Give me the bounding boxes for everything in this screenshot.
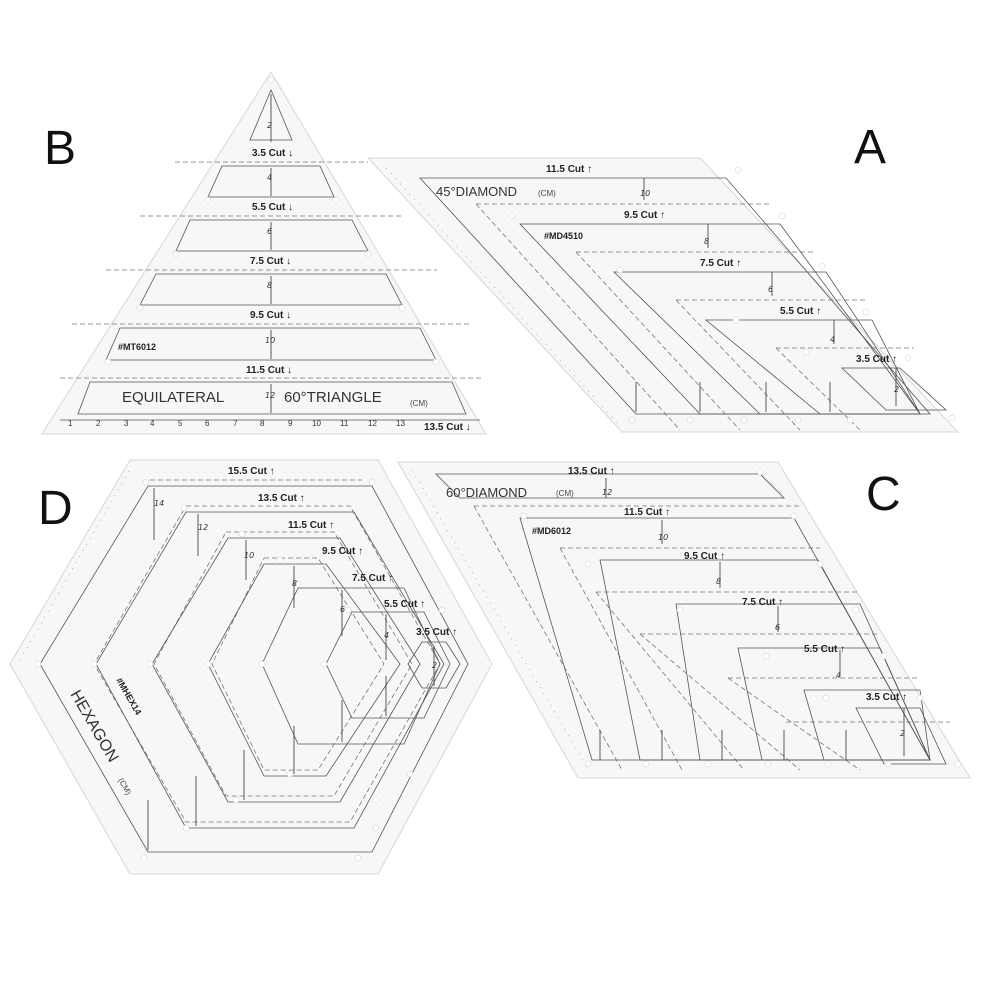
triangle-ruler: 2 4 6 8 10 12 3.5 Cut ↓ 5.5 Cut ↓ 7.5 Cu… (41, 71, 487, 435)
ruler-tick: 13 (396, 419, 405, 428)
triangle-cut-7-5: 7.5 Cut ↓ (250, 256, 291, 267)
ruler-tick: 9 (288, 419, 293, 428)
diamond60-code: #MD6012 (532, 526, 571, 536)
ruler-tick: 1 (68, 419, 73, 428)
diamond60-title: 60°DIAMOND (446, 485, 527, 500)
triangle-size-10: 10 (265, 336, 275, 345)
diamond-45-ruler: 45°DIAMOND (CM) #MD4510 11.5 Cut ↑ 9.5 C… (366, 157, 960, 433)
diamond60-cut-13-5: 13.5 Cut ↑ (568, 466, 615, 477)
triangle-size-8: 8 (267, 281, 272, 290)
ruler-tick: 5 (178, 419, 183, 428)
hexagon-cut-7-5: 7.5 Cut ↑ (352, 573, 393, 584)
triangle-title-left: EQUILATERAL (122, 389, 224, 406)
triangle-cut-13-5: 13.5 Cut ↓ (424, 422, 471, 433)
diamond60-size-2: 2 (900, 729, 905, 738)
diamond60-size-4: 4 (836, 671, 841, 680)
ruler-tick: 11 (340, 419, 349, 428)
hexagon-size-4: 4 (384, 631, 389, 640)
hexagon-size-14: 14 (154, 499, 164, 508)
triangle-cut-5-5: 5.5 Cut ↓ (252, 202, 293, 213)
ruler-tick: 3 (124, 419, 129, 428)
ruler-tick: 12 (368, 419, 377, 428)
diamond60-cut-11-5: 11.5 Cut ↑ (624, 507, 670, 518)
triangle-unit: (CM) (410, 399, 428, 408)
triangle-title-right: 60°TRIANGLE (284, 389, 382, 406)
diamond60-size-6: 6 (775, 623, 780, 632)
diamond45-cut-11-5: 11.5 Cut ↑ (546, 164, 592, 175)
ruler-tick: 2 (96, 419, 101, 428)
label-a: A (854, 121, 886, 174)
triangle-code: #MT6012 (118, 342, 156, 352)
triangle-size-6: 6 (267, 227, 272, 236)
hexagon-size-10: 10 (244, 551, 254, 560)
diamond45-size-8: 8 (704, 237, 709, 246)
hexagon-size-8: 8 (292, 579, 297, 588)
diamond45-size-10: 10 (640, 189, 650, 198)
diamond60-size-12: 12 (602, 488, 612, 497)
diamond45-cut-3-5: 3.5 Cut ↑ (856, 354, 897, 365)
triangle-size-12: 12 (265, 391, 275, 400)
hexagon-cut-11-5: 11.5 Cut ↑ (288, 520, 334, 531)
hexagon-cut-9-5: 9.5 Cut ↑ (322, 546, 363, 557)
hexagon-cut-5-5: 5.5 Cut ↑ (384, 599, 425, 610)
diamond60-unit: (CM) (556, 489, 574, 498)
hexagon-size-12: 12 (198, 523, 208, 532)
diamond60-cut-9-5: 9.5 Cut ↑ (684, 551, 725, 562)
triangle-cut-9-5: 9.5 Cut ↓ (250, 310, 291, 321)
diamond45-size-6: 6 (768, 285, 773, 294)
diamond60-cut-7-5: 7.5 Cut ↑ (742, 597, 783, 608)
label-d: D (38, 482, 73, 535)
diamond60-cut-5-5: 5.5 Cut ↑ (804, 644, 845, 655)
triangle-cut-11-5: 11.5 Cut ↓ (246, 365, 292, 376)
diamond45-cut-5-5: 5.5 Cut ↑ (780, 306, 821, 317)
ruler-tick: 10 (312, 419, 321, 428)
diamond45-code: #MD4510 (544, 231, 583, 241)
hexagon-cut-3-5: 3.5 Cut ↑ (416, 627, 457, 638)
diamond45-size-4: 4 (830, 335, 835, 344)
diamond45-unit: (CM) (538, 189, 556, 198)
diamond-60-ruler: 60°DIAMOND (CM) #MD6012 13.5 Cut ↑ 11.5 … (397, 461, 971, 779)
hexagon-size-6: 6 (340, 605, 345, 614)
hexagon-cut-15-5: 15.5 Cut ↑ (228, 466, 275, 477)
triangle-ruler-ticks: 1 2 3 4 5 6 7 8 9 10 11 12 13 (68, 419, 405, 428)
triangle-cut-3-5: 3.5 Cut ↓ (252, 148, 293, 159)
hexagon-cut-13-5: 13.5 Cut ↑ (258, 493, 305, 504)
ruler-tick: 6 (205, 419, 210, 428)
hexagon-size-2: 2 (432, 661, 437, 670)
label-c: C (866, 468, 901, 521)
diamond60-size-8: 8 (716, 577, 721, 586)
diamond45-title: 45°DIAMOND (436, 184, 517, 199)
diamond45-cut-7-5: 7.5 Cut ↑ (700, 258, 741, 269)
diamond60-cut-3-5: 3.5 Cut ↑ (866, 692, 907, 703)
diamond45-cut-9-5: 9.5 Cut ↑ (624, 210, 665, 221)
ruler-tick: 7 (233, 419, 238, 428)
triangle-size-4: 4 (267, 173, 272, 182)
diamond45-size-2: 2 (894, 385, 899, 394)
triangle-size-2: 2 (267, 121, 272, 130)
ruler-tick: 4 (150, 419, 155, 428)
hexagon-ruler: 15.5 Cut ↑ 13.5 Cut ↑ 11.5 Cut ↑ 9.5 Cut… (9, 459, 493, 875)
diamond60-size-10: 10 (658, 533, 668, 542)
label-b: B (44, 122, 76, 175)
ruler-tick: 8 (260, 419, 265, 428)
